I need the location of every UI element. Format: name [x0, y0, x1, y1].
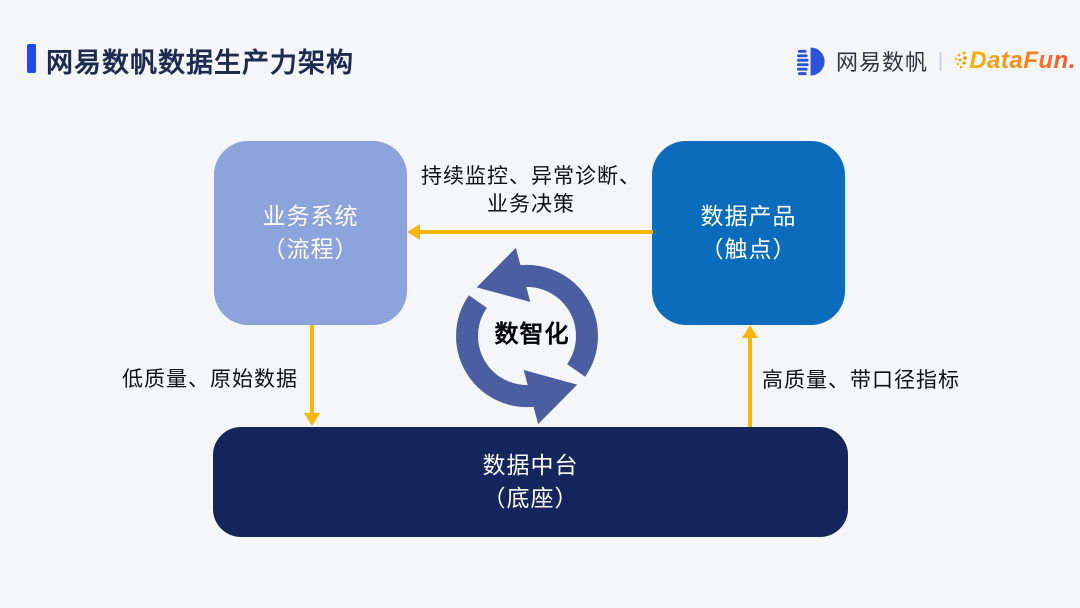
edge-product-to-business-line	[419, 230, 653, 234]
node-platform-line2: （底座）	[482, 485, 579, 511]
cycle-label: 数智化	[494, 321, 570, 348]
netease-shufan-logo-icon	[797, 46, 825, 76]
node-business-line2: （流程）	[262, 236, 359, 262]
node-product-line1: 数据产品	[700, 203, 797, 229]
edge-product-to-business-label: 持续监控、异常诊断、 业务决策	[396, 163, 666, 219]
datafun-dots-icon	[955, 51, 968, 69]
edge-top-label-line1: 持续监控、异常诊断、	[421, 165, 641, 188]
edge-top-label-line2: 业务决策	[487, 193, 575, 216]
edge-platform-to-product-line	[748, 337, 752, 427]
node-data-platform: 数据中台 （底座）	[213, 427, 848, 537]
cycle-arrows-icon	[456, 247, 598, 425]
edge-business-to-platform-arrowhead-icon	[304, 413, 320, 426]
edge-business-to-platform-label: 低质量、原始数据	[122, 368, 298, 391]
edge-platform-to-product-label: 高质量、带口径指标	[762, 369, 960, 392]
datafun-brand-name: DataFun.	[969, 47, 1076, 74]
node-product-line2: （触点）	[700, 236, 797, 262]
node-business-system: 业务系统 （流程）	[214, 141, 407, 325]
edge-product-to-business-arrowhead-icon	[407, 224, 420, 240]
page-title: 网易数帆数据生产力架构	[46, 48, 354, 78]
title-accent-bar	[27, 44, 36, 73]
brand-area: 网易数帆 | DataFun.	[797, 44, 1076, 78]
node-data-product: 数据产品 （触点）	[652, 141, 845, 325]
node-platform-line1: 数据中台	[482, 452, 579, 478]
netease-brand-name: 网易数帆	[836, 50, 929, 75]
datafun-logo: DataFun.	[953, 47, 1076, 75]
edge-platform-to-product-arrowhead-icon	[742, 325, 758, 338]
edge-business-to-platform-line	[310, 325, 314, 414]
node-business-line1: 业务系统	[262, 203, 359, 229]
brand-divider: |	[938, 49, 944, 72]
